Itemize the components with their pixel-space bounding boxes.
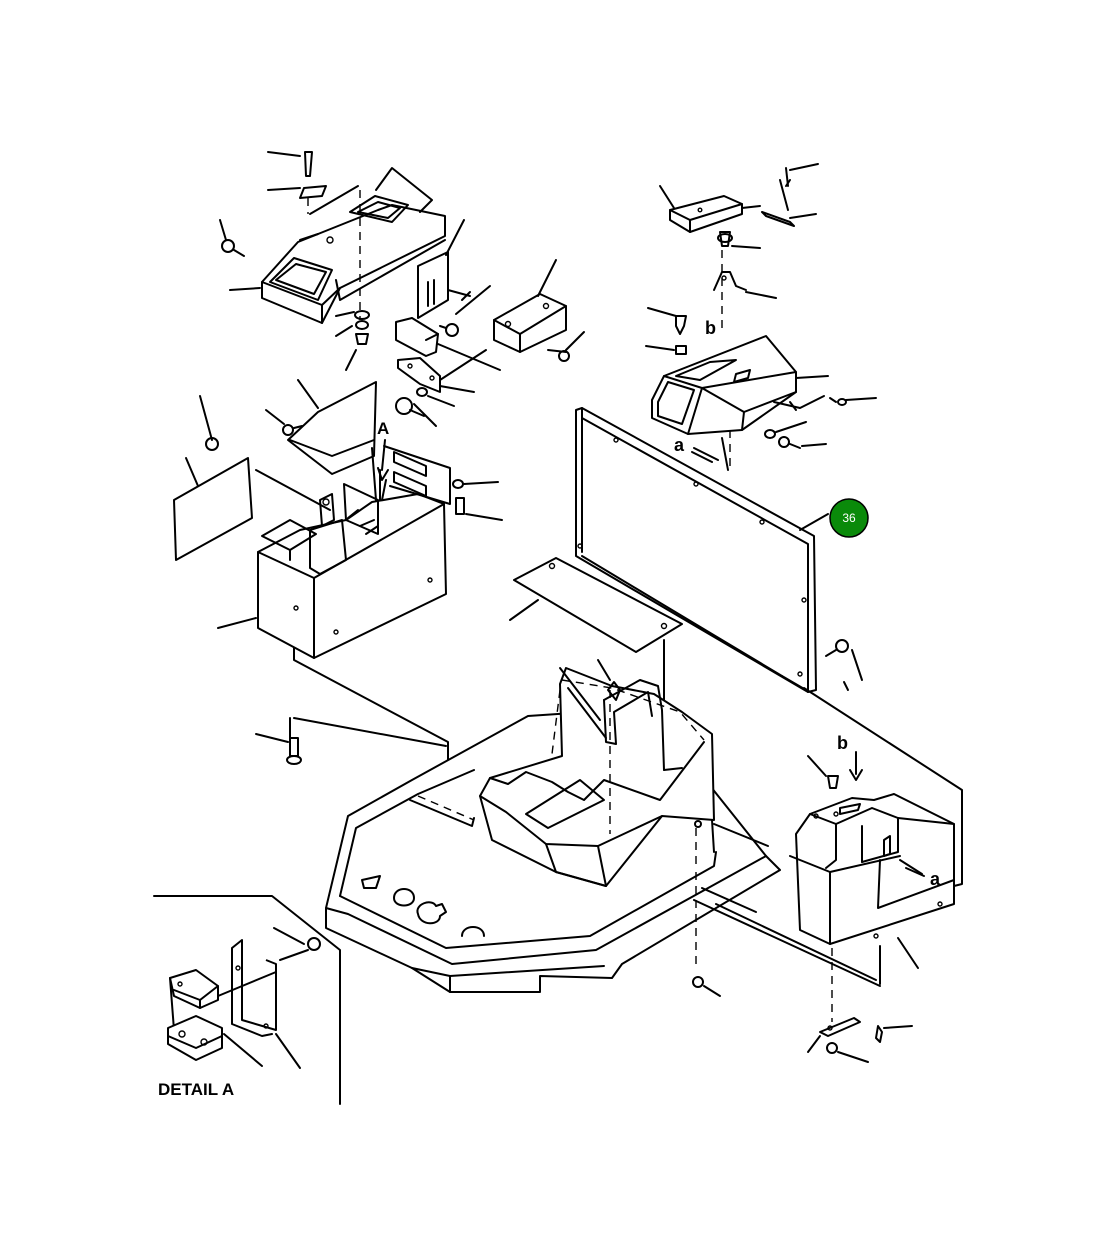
seat-base xyxy=(479,659,769,887)
reference-label-b-right: b xyxy=(837,733,848,753)
reference-label-a-right: a xyxy=(930,869,941,889)
callout-36-number: 36 xyxy=(842,511,856,525)
view-a-arrow xyxy=(381,439,386,471)
upper-right-housing xyxy=(651,335,877,471)
battery-box xyxy=(217,445,503,771)
right-side-console xyxy=(692,639,963,1063)
view-a-label: A xyxy=(377,419,389,438)
upper-left-console xyxy=(219,151,446,371)
view-a-arrowhead xyxy=(377,467,389,481)
upper-right-parts xyxy=(645,163,819,355)
left-side-panels xyxy=(173,379,377,561)
ref-a-right-leader xyxy=(905,867,925,877)
rear-panel-36 xyxy=(575,407,829,693)
upper-console-brackets xyxy=(395,219,585,427)
callout-36-badge[interactable] xyxy=(829,498,869,538)
callout-36[interactable]: 36 xyxy=(829,498,869,538)
ref-a-left-leader xyxy=(691,451,713,463)
reference-label-a-left: a xyxy=(674,435,685,455)
reference-label-b-top: b xyxy=(705,318,716,338)
detail-a-title: DETAIL A xyxy=(158,1080,234,1099)
detail-a-view xyxy=(153,895,341,1105)
